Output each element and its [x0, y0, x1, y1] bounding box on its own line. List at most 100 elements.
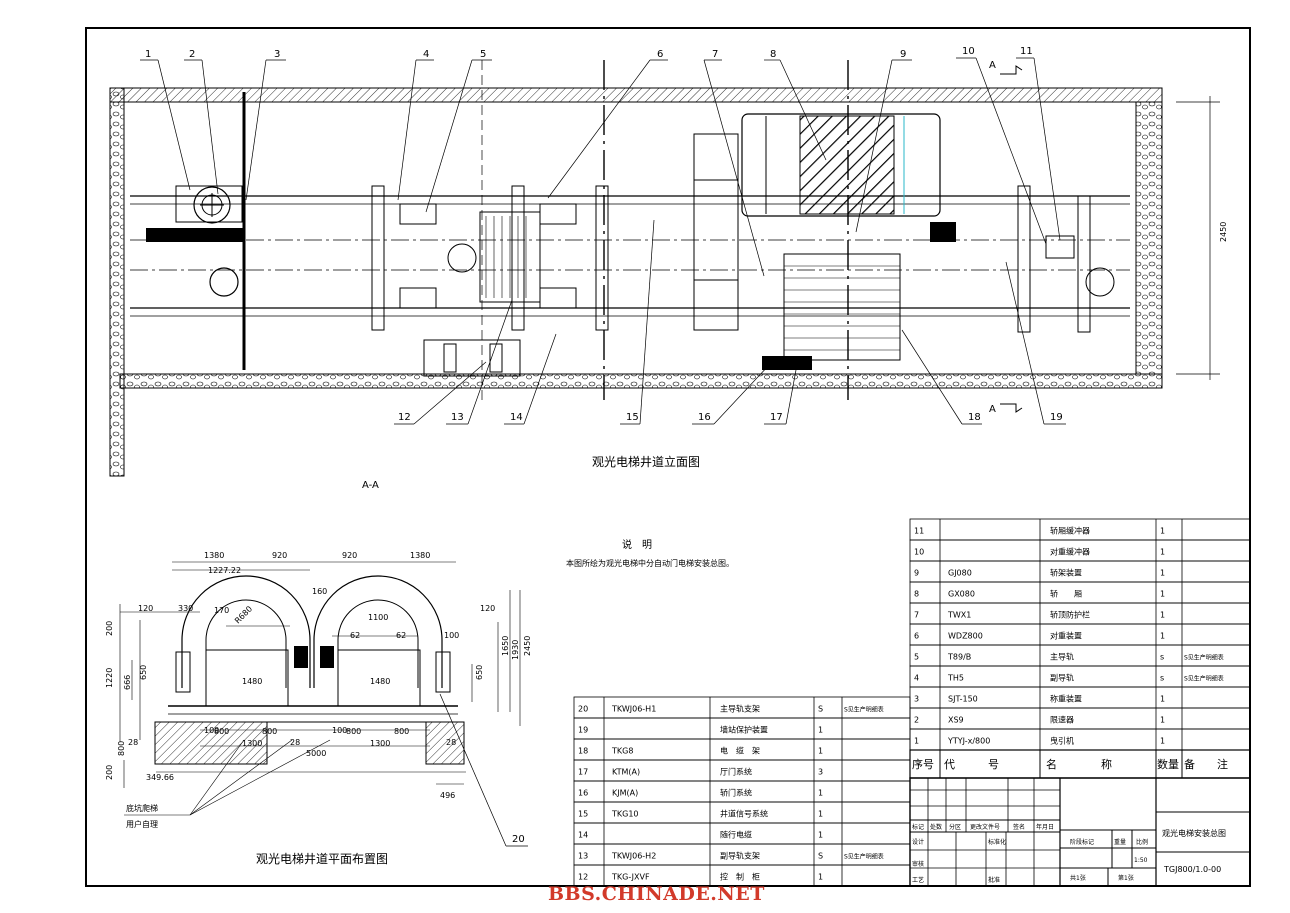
parts-upper-code-3: SJT-150	[948, 695, 978, 704]
parts-upper-no-11: 11	[914, 527, 924, 536]
plan-dim-100-a: 100	[204, 726, 219, 735]
section-mark-bottom: A	[989, 404, 996, 415]
parts-lower-name-20: 主导轨支架	[720, 704, 760, 714]
callout-15: 15	[626, 412, 639, 423]
parts-upper-qty-2: 1	[1160, 716, 1165, 725]
plan-dim-160: 160	[312, 587, 327, 596]
parts-lower-qty-14: 1	[818, 831, 823, 840]
parts-upper-remark-4: S见生产明细表	[1184, 675, 1224, 683]
parts-upper-name-1: 曳引机	[1050, 736, 1074, 746]
parts-upper-qty-7: 1	[1160, 611, 1165, 620]
rev-header-sign: 签名	[1013, 823, 1025, 831]
plan-dim-r680: R680	[233, 604, 254, 625]
section-mark-top: A	[989, 60, 996, 71]
rev-header-count: 处数	[930, 823, 942, 831]
parts-upper-code-7: TWX1	[947, 611, 971, 620]
elevation-height-dim: 2450	[1219, 222, 1228, 242]
plan-dim-1220: 1220	[105, 668, 114, 688]
plan-dim-100-right: 100	[444, 631, 459, 640]
plan-dim-800-d: 800	[394, 727, 409, 736]
parts-upper-no-1: 1	[914, 737, 919, 746]
plan-dim-800-a: 800	[214, 727, 229, 736]
plan-dim-1480-b: 1480	[370, 677, 390, 686]
parts-upper-code-4: TH5	[947, 674, 964, 683]
parts-lower-name-13: 副导轨支架	[720, 851, 760, 861]
parts-lower-code-13: TKWJ06-H2	[611, 852, 656, 861]
parts-upper-qty-5: s	[1160, 653, 1164, 662]
parts-upper-code-2: XS9	[948, 716, 964, 725]
parts-upper-code-8: GX080	[948, 590, 975, 599]
callout-18: 18	[968, 412, 981, 423]
parts-lower-remark-20: S见生产明细表	[844, 706, 884, 714]
parts-upper-no-8: 8	[914, 590, 919, 599]
plan-dim-1227: 1227.22	[208, 566, 241, 575]
plan-dim-28-c: 28	[446, 738, 456, 747]
plan-floor-label-user: 用户自理	[126, 819, 158, 829]
parts-upper-name-7: 轿顶防护栏	[1050, 610, 1090, 620]
callout-14: 14	[510, 412, 523, 423]
plan-dim-800-b: 800	[262, 727, 277, 736]
parts-upper-remark-5: S见生产明细表	[1184, 654, 1224, 662]
parts-lower-no-16: 16	[578, 789, 588, 798]
parts-lower-name-18: 电 缆 架	[720, 746, 760, 756]
parts-lower-no-13: 13	[578, 852, 588, 861]
parts-lower-no-12: 12	[578, 873, 588, 882]
callout-19: 19	[1050, 412, 1063, 423]
parts-upper-name-3: 称重装置	[1050, 694, 1082, 704]
plan-dim-top-1: 1380	[204, 551, 224, 560]
parts-lower-no-17: 17	[578, 768, 588, 777]
parts-upper-name-8: 轿 厢	[1050, 589, 1082, 599]
notes-heading: 说 明	[622, 538, 652, 551]
parts-lower-code-17: KTM(A)	[612, 768, 640, 777]
parts-lower-no-14: 14	[578, 831, 588, 840]
plan-dim-1100: 1100	[368, 613, 388, 622]
parts-upper-name-11: 轿厢缓冲器	[1050, 526, 1090, 536]
plan-dim-650-left: 650	[139, 665, 148, 680]
parts-header-name: 名 称	[1046, 757, 1112, 771]
parts-lower-qty-18: 1	[818, 747, 823, 756]
plan-dim-800-left: 800	[117, 741, 126, 756]
plan-dim-200-bottom: 200	[105, 765, 114, 780]
parts-header-code: 代 号	[944, 758, 999, 771]
parts-lower-no-20: 20	[578, 705, 588, 714]
parts-lower-qty-13: S	[818, 852, 823, 861]
parts-lower-code-15: TKG10	[611, 810, 639, 819]
parts-upper-no-3: 3	[914, 695, 919, 704]
plan-dim-100-b: 100	[332, 726, 347, 735]
parts-lower-no-19: 19	[578, 726, 588, 735]
parts-lower-qty-15: 1	[818, 810, 823, 819]
parts-upper-code-5: T89/B	[947, 653, 971, 662]
parts-upper-qty-10: 1	[1160, 548, 1165, 557]
parts-lower-qty-16: 1	[818, 789, 823, 798]
plan-dim-2450: 2450	[523, 636, 532, 656]
parts-upper-qty-6: 1	[1160, 632, 1165, 641]
parts-lower-name-15: 井道信号系统	[720, 809, 768, 819]
plan-dim-28-a: 28	[128, 738, 138, 747]
rev-header-mark: 标记	[912, 823, 924, 831]
plan-dim-120-right: 120	[480, 604, 495, 613]
parts-upper-qty-4: s	[1160, 674, 1164, 683]
callout-4: 4	[423, 49, 429, 60]
parts-upper-no-2: 2	[914, 716, 919, 725]
parts-lower-qty-19: 1	[818, 726, 823, 735]
plan-dim-349: 349.66	[146, 773, 174, 782]
callout-10: 10	[962, 46, 975, 57]
scale-header: 比例	[1136, 838, 1148, 846]
parts-upper-qty-8: 1	[1160, 590, 1165, 599]
callouts-top: 1 2 3 4 5 6 7 8 9 10	[140, 46, 1061, 277]
section-label: A-A	[362, 480, 379, 491]
sheet-total: 共1张	[1070, 874, 1086, 882]
parts-list-header: 序号 代 号 名 称 数量 备 注	[909, 749, 1251, 779]
parts-lower-name-16: 轿门系统	[720, 788, 752, 798]
watermark: BBS.CHINADE.NET	[548, 883, 765, 905]
plan-dim-120-left: 120	[138, 604, 153, 613]
